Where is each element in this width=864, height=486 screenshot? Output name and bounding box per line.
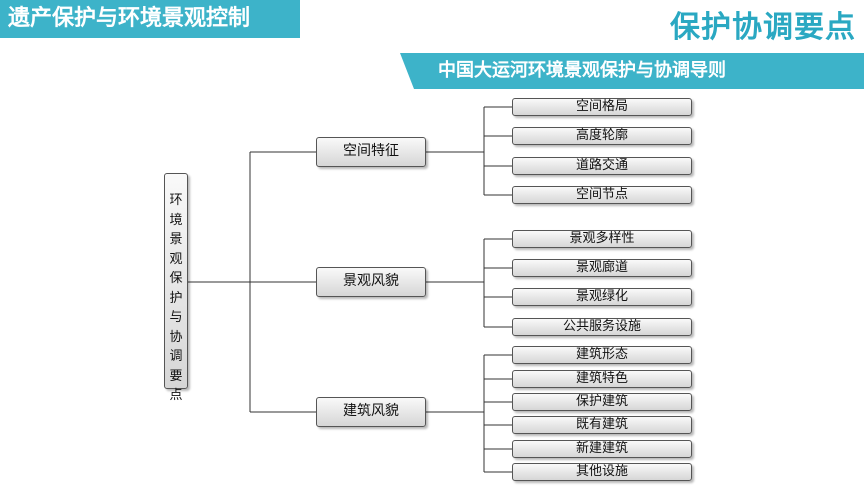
branch-node-landscape: 景观风貌 (316, 267, 426, 297)
leaf-node: 景观多样性 (512, 230, 692, 248)
leaf-node: 公共服务设施 (512, 318, 692, 336)
corner-title: 保护协调要点 (670, 10, 856, 45)
root-node-label: 环境景观保护与协调要点 (169, 193, 183, 403)
section-title-bar: 遗产保护与环境景观控制 (0, 0, 300, 38)
section-title: 遗产保护与环境景观控制 (8, 6, 251, 31)
leaf-node: 保护建筑 (512, 393, 692, 411)
leaf-node: 新建建筑 (512, 440, 692, 458)
branch-node-architecture: 建筑风貌 (316, 397, 426, 427)
branch-node-spatial: 空间特征 (316, 137, 426, 167)
leaf-node: 道路交通 (512, 157, 692, 175)
root-node: 环境景观保护与协调要点 (164, 173, 188, 403)
banner: 中国大运河环境景观保护与协调导则 (400, 53, 864, 89)
leaf-node: 建筑形态 (512, 346, 692, 364)
leaf-node: 空间节点 (512, 186, 692, 204)
banner-title: 中国大运河环境景观保护与协调导则 (438, 60, 726, 81)
leaf-node: 景观绿化 (512, 288, 692, 306)
leaf-node: 其他设施 (512, 463, 692, 481)
leaf-node: 高度轮廓 (512, 127, 692, 145)
leaf-node: 空间格局 (512, 98, 692, 116)
leaf-node: 既有建筑 (512, 416, 692, 434)
leaf-node: 建筑特色 (512, 370, 692, 388)
leaf-node: 景观廊道 (512, 259, 692, 277)
